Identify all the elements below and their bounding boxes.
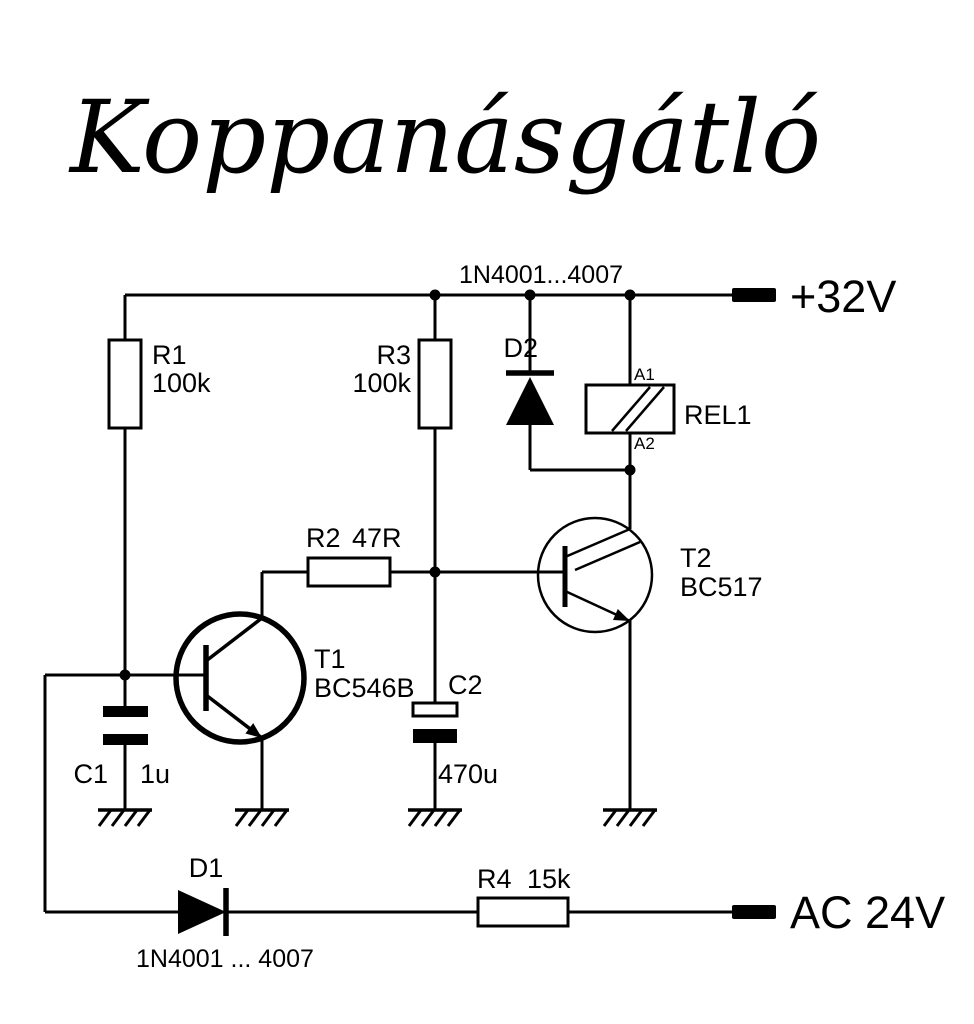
- capacitor-ref: C2: [448, 670, 483, 700]
- transistor-collector-second: [574, 540, 641, 572]
- diode-d2: D2: [503, 333, 554, 425]
- junction-dot: [624, 289, 636, 301]
- transistor-circle: [173, 611, 307, 745]
- diode-triangle: [178, 890, 226, 934]
- junction-dot: [429, 289, 441, 301]
- transistor-t2: T2 BC517: [536, 516, 763, 634]
- transistor-t1: T1 BC546B: [173, 611, 415, 745]
- capacitor-plate: [103, 706, 148, 717]
- resistor-r4: R4 15k: [476, 864, 571, 928]
- emitter-arrow: [245, 723, 262, 738]
- relay-coil-body: [584, 383, 676, 435]
- diode-d1: D1 1N4001 ... 4007: [136, 853, 314, 973]
- diode-part-note: 1N4001 ... 4007: [136, 945, 314, 973]
- relay-pin-a1: A1: [634, 365, 655, 384]
- capacitor-c2: C2 470u: [411, 670, 498, 789]
- junction-dot: [524, 289, 536, 301]
- resistor-ref: R4: [477, 864, 512, 894]
- capacitor-value: 1u: [140, 759, 170, 789]
- resistor-ref: R1: [152, 340, 187, 370]
- resistor-ref: R2: [306, 523, 341, 553]
- diode-triangle: [506, 377, 554, 425]
- capacitor-c1: C1 1u: [73, 706, 170, 789]
- resistor-value: 100k: [352, 368, 411, 398]
- resistor-r2: R2 47R: [306, 523, 402, 588]
- junction-dots: [119, 289, 636, 681]
- transistor-ref: T1: [314, 644, 346, 674]
- positive-rail-label: +32V: [790, 271, 896, 322]
- emitter-arrow: [613, 609, 630, 621]
- transistor-part: BC546B: [314, 673, 415, 703]
- capacitor-plate: [103, 734, 148, 745]
- capacitor-plate-negative: [413, 729, 457, 743]
- transistor-part: BC517: [680, 572, 763, 602]
- ac-input-label: AC 24V: [790, 887, 945, 938]
- transistor-ref: T2: [680, 543, 712, 573]
- capacitor-plate-positive: [411, 701, 459, 718]
- resistor-value: 100k: [152, 368, 211, 398]
- transistor-circle: [536, 516, 654, 634]
- diode-ref: D2: [503, 333, 538, 363]
- terminals: +32V AC 24V 1N4001...4007: [459, 261, 945, 938]
- diode-ref: D1: [189, 853, 224, 883]
- resistor-value: 15k: [527, 864, 571, 894]
- rail-diode-note: 1N4001...4007: [459, 261, 623, 289]
- wires: [43, 293, 732, 914]
- resistor-r1: R1 100k: [107, 338, 211, 430]
- resistor-ref: R3: [376, 340, 411, 370]
- resistor-body: [476, 896, 570, 928]
- resistor-body: [306, 556, 392, 588]
- resistor-body: [417, 338, 453, 430]
- relay-ref: REL1: [684, 400, 752, 430]
- capacitor-value: 470u: [438, 759, 498, 789]
- transistor-collector: [564, 527, 631, 559]
- resistor-r3: R3 100k: [352, 338, 453, 430]
- schematic-title: Koppanásgátló: [68, 79, 821, 196]
- ac-input-terminal: [732, 905, 776, 919]
- transistor-collector: [204, 616, 264, 663]
- relay-rel1: A1 A2 REL1: [584, 365, 752, 453]
- relay-coil-diagonal: [625, 386, 665, 432]
- relay-coil-diagonal: [611, 386, 651, 432]
- junction-dot: [624, 464, 636, 476]
- junction-dot: [429, 566, 441, 578]
- positive-rail-terminal: [732, 288, 776, 302]
- junction-dot: [119, 669, 131, 681]
- resistor-value: 47R: [352, 523, 402, 553]
- relay-pin-a2: A2: [634, 434, 655, 453]
- capacitor-ref: C1: [73, 759, 108, 789]
- resistor-body: [107, 338, 143, 430]
